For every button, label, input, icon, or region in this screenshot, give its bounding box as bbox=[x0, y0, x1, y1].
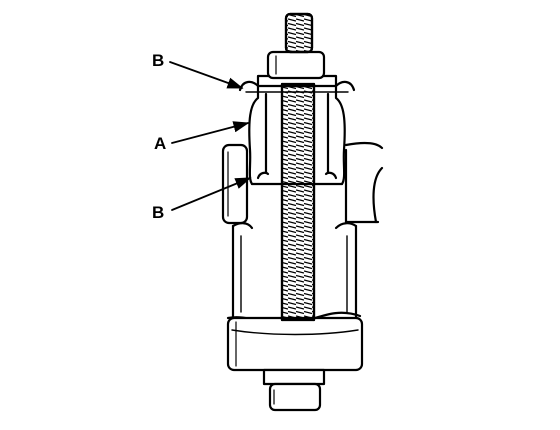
label-b-bottom: B bbox=[152, 203, 164, 222]
leader-arrow-b-top bbox=[169, 61, 244, 89]
outer-flange-left bbox=[238, 80, 260, 94]
housing-outline bbox=[344, 141, 384, 224]
leader-arrow-a bbox=[171, 121, 250, 144]
leader-arrow-b-bottom bbox=[171, 177, 252, 211]
rod-tip bbox=[284, 12, 314, 54]
label-a: A bbox=[154, 134, 166, 153]
outer-flange-right bbox=[334, 80, 356, 94]
top-hex-nut bbox=[266, 50, 326, 80]
label-b-top: B bbox=[152, 51, 164, 70]
bottom-nut bbox=[262, 368, 326, 412]
threaded-rod bbox=[280, 82, 316, 322]
